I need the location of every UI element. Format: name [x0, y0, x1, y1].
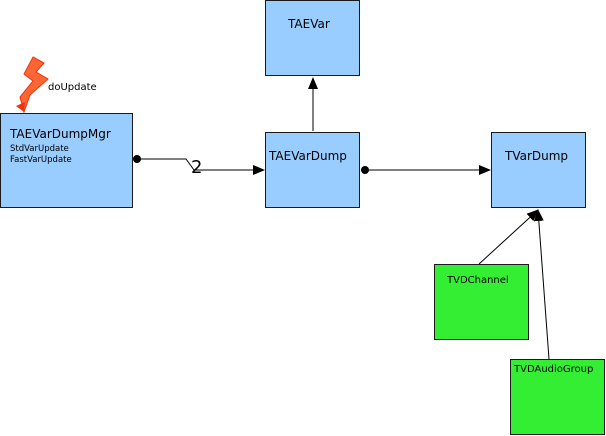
class-tvdaudiogroup[interactable]: TVDAudioGroup: [510, 359, 605, 435]
class-name: TAEVarDump: [269, 149, 347, 163]
class-taevar[interactable]: TAEVar: [265, 0, 360, 76]
edge-channel-to-tvardump: [478, 209, 539, 265]
class-name: TVDAudioGroup: [514, 364, 594, 375]
edge-audiogroup-to-tvardump: [533, 209, 550, 360]
edge-mgr-to-dump: [133, 155, 265, 175]
class-name: TVDChannel: [447, 275, 509, 286]
class-taevardump[interactable]: TAEVarDump: [265, 132, 360, 208]
event-label: doUpdate: [48, 82, 97, 93]
lightning-bolt-icon: [16, 56, 49, 114]
class-tvdchannel[interactable]: TVDChannel: [434, 264, 529, 340]
multiplicity-label: 2: [191, 157, 203, 178]
method-fast-var-update: FastVarUpdate: [10, 155, 72, 165]
class-name: TAEVarDumpMgr: [10, 127, 111, 141]
class-taevardumpmgr[interactable]: TAEVarDumpMgr StdVarUpdate FastVarUpdate: [0, 113, 133, 208]
edge-dump-to-tvardump: [361, 165, 491, 175]
class-name: TAEVar: [288, 17, 330, 31]
method-std-var-update: StdVarUpdate: [10, 144, 69, 154]
class-tvardump[interactable]: TVarDump: [491, 132, 586, 208]
class-name: TVarDump: [505, 149, 569, 163]
